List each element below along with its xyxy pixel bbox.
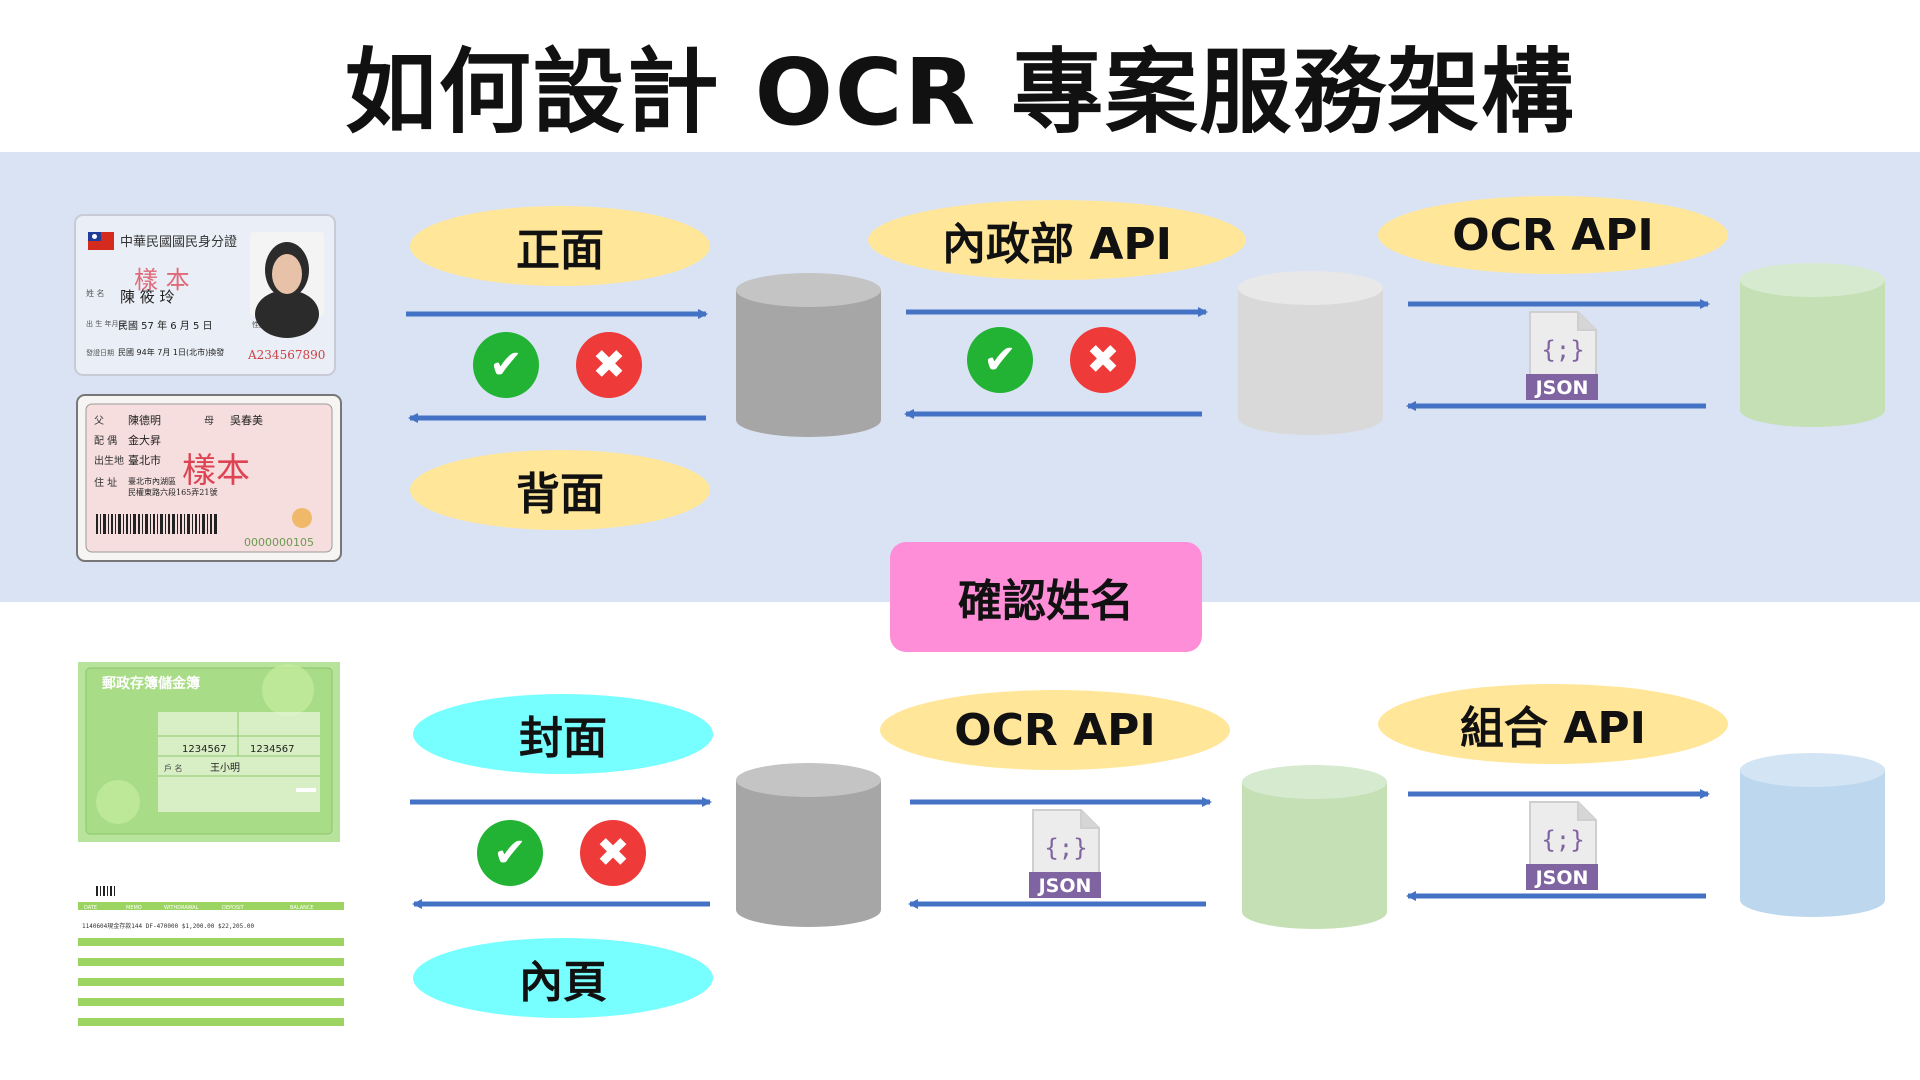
label-inner: 內頁 bbox=[413, 938, 713, 1018]
label-ocr-api-bottom: OCR API bbox=[880, 690, 1230, 770]
svg-text:母: 母 bbox=[204, 415, 214, 427]
confirm-name-box: 確認姓名 bbox=[890, 542, 1202, 652]
svg-text:金大昇: 金大昇 bbox=[128, 433, 161, 447]
svg-text:WITHDRAWAL: WITHDRAWAL bbox=[164, 905, 199, 911]
json-badge-text: JSON bbox=[1037, 875, 1092, 897]
svg-text:戶 名: 戶 名 bbox=[164, 763, 183, 773]
check-icon: ✔ bbox=[967, 327, 1033, 393]
svg-text:民權東路六段165弄21號: 民權東路六段165弄21號 bbox=[128, 487, 217, 497]
svg-text:民國 57 年 6 月 5 日: 民國 57 年 6 月 5 日 bbox=[118, 319, 213, 332]
database-cylinder-bottom-2 bbox=[1242, 765, 1387, 929]
json-file-icon: {;} JSON bbox=[1526, 310, 1598, 400]
svg-text:郵政存簿儲金簿: 郵政存簿儲金簿 bbox=[102, 675, 200, 692]
page-title: 如何設計 OCR 專案服務架構 bbox=[344, 39, 1576, 146]
database-cylinder-bottom-1 bbox=[736, 763, 881, 927]
svg-text:吳春美: 吳春美 bbox=[230, 414, 263, 427]
id-card-front-image: 中華民國國民身分證 樣 本 姓 名 陳 筱 玲 出 生 年月日 民國 57 年 … bbox=[74, 214, 336, 376]
json-badge-text: JSON bbox=[1534, 867, 1589, 889]
svg-text:1234567: 1234567 bbox=[250, 744, 295, 755]
passbook-inner-image: DATE MEMO WITHDRAWAL DEPOSIT BALANCE 114… bbox=[78, 872, 344, 1040]
svg-text:樣本: 樣本 bbox=[182, 451, 250, 491]
json-glyph: {;} bbox=[1541, 336, 1584, 364]
svg-text:臺北市內湖區: 臺北市內湖區 bbox=[128, 476, 176, 486]
label-back: 背面 bbox=[410, 450, 710, 530]
database-cylinder-top-2 bbox=[1238, 271, 1383, 435]
svg-text:王小明: 王小明 bbox=[210, 762, 240, 774]
svg-text:中華民國國民身分證: 中華民國國民身分證 bbox=[120, 234, 237, 250]
svg-text:住 址: 住 址 bbox=[94, 476, 117, 489]
cross-icon: ✖ bbox=[576, 332, 642, 398]
svg-text:父: 父 bbox=[94, 415, 104, 427]
svg-text:出 生 年月日: 出 生 年月日 bbox=[86, 319, 125, 328]
database-cylinder-top-1 bbox=[736, 273, 881, 437]
svg-text:DEPOSIT: DEPOSIT bbox=[222, 905, 245, 911]
json-glyph: {;} bbox=[1044, 834, 1087, 862]
json-glyph: {;} bbox=[1541, 826, 1584, 854]
label-ocr-api-top: OCR API bbox=[1378, 196, 1728, 274]
check-icon: ✔ bbox=[473, 332, 539, 398]
svg-text:姓 名: 姓 名 bbox=[86, 288, 105, 298]
svg-text:臺北市: 臺北市 bbox=[128, 453, 161, 467]
database-cylinder-bottom-3 bbox=[1740, 753, 1885, 917]
cross-icon: ✖ bbox=[1070, 327, 1136, 393]
svg-text:民國 94年 7月 1日(北市)換發: 民國 94年 7月 1日(北市)換發 bbox=[118, 347, 224, 357]
check-icon: ✔ bbox=[477, 820, 543, 886]
svg-text:A234567890: A234567890 bbox=[247, 348, 325, 362]
label-moi-api: 內政部 API bbox=[868, 200, 1246, 280]
svg-text:DATE: DATE bbox=[84, 905, 97, 911]
svg-text:1234567: 1234567 bbox=[182, 744, 227, 755]
svg-text:發證日期: 發證日期 bbox=[86, 348, 114, 357]
svg-text:BALANCE: BALANCE bbox=[290, 905, 314, 911]
json-file-icon: {;} JSON bbox=[1029, 808, 1101, 898]
svg-text:陳 筱 玲: 陳 筱 玲 bbox=[120, 288, 175, 306]
svg-text:0000000105: 0000000105 bbox=[244, 536, 314, 549]
svg-text:樣 本: 樣 本 bbox=[134, 266, 190, 294]
label-cover: 封面 bbox=[413, 694, 713, 774]
database-cylinder-top-3 bbox=[1740, 263, 1885, 427]
json-file-icon: {;} JSON bbox=[1526, 800, 1598, 890]
svg-text:出生地: 出生地 bbox=[94, 454, 124, 467]
passbook-cover-image: 郵政存簿儲金簿 1234567 1234567 戶 名 王小明 bbox=[78, 662, 340, 842]
label-front: 正面 bbox=[410, 206, 710, 286]
svg-text:配 偶: 配 偶 bbox=[94, 434, 117, 447]
cross-icon: ✖ bbox=[580, 820, 646, 886]
svg-text:MEMO: MEMO bbox=[126, 905, 142, 911]
svg-text:1140604現金存款144 DF-470000: 1140604現金存款144 DF-470000 $1,200.00 $22,2… bbox=[82, 922, 254, 930]
json-badge-text: JSON bbox=[1534, 377, 1589, 399]
svg-text:陳德明: 陳德明 bbox=[128, 413, 161, 427]
label-combine-api: 組合 API bbox=[1378, 684, 1728, 764]
id-card-back-image: 父 陳德明 母 吳春美 配 偶 金大昇 出生地 臺北市 住 址 臺北市內湖區 民… bbox=[76, 394, 342, 562]
